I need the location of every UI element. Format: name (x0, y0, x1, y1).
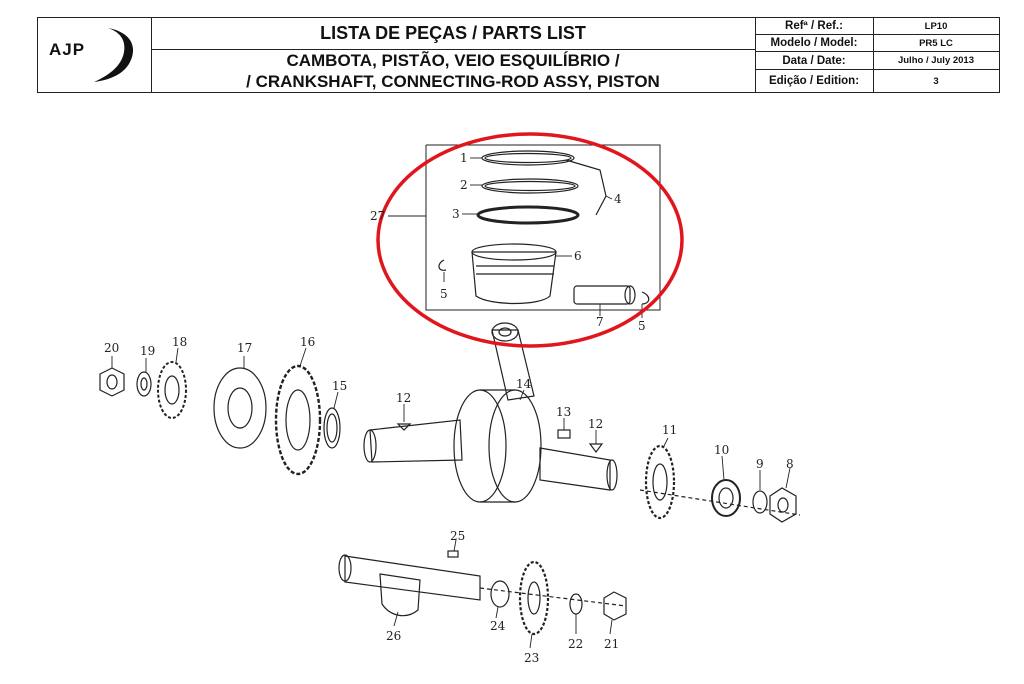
parts-list-header: AJP LISTA DE PEÇAS / PARTS LIST CAMBOTA,… (37, 17, 1000, 93)
callout-label: 24 (490, 619, 506, 633)
meta-table: Refª / Ref.: LP10 Modelo / Model: PR5 LC… (755, 18, 999, 92)
meta-row-model: Modelo / Model: PR5 LC (755, 35, 999, 52)
meta-row-edition: Edição / Edition: 3 (755, 70, 999, 92)
meta-label: Data / Date: (755, 52, 874, 69)
highlight-circle (376, 132, 684, 348)
callout-label: 20 (104, 341, 119, 355)
leader-lines (111, 157, 791, 649)
callout-label: 17 (237, 341, 252, 355)
crankshaft (363, 389, 618, 503)
callout-label: 2 (460, 178, 468, 192)
callout-label: 4 (614, 192, 622, 206)
meta-row-date: Data / Date: Julho / July 2013 (755, 52, 999, 70)
callout-label: 19 (140, 344, 155, 358)
left-side-parts (99, 361, 341, 476)
logo-cell: AJP (38, 18, 152, 92)
subtitle-line-2: / CRANKSHAFT, CONNECTING-ROD ASSY, PISTO… (246, 72, 660, 91)
ajp-logo-icon (94, 28, 134, 82)
meta-value: PR5 LC (919, 37, 953, 49)
callout-label: 12 (588, 417, 603, 431)
meta-value: 3 (933, 75, 939, 87)
callout-label: 5 (440, 287, 448, 301)
callout-label: 12 (396, 391, 411, 405)
callout-label: 21 (604, 637, 619, 651)
small-parts (396, 423, 604, 558)
callout-label: 26 (386, 629, 401, 643)
meta-value: LP10 (924, 20, 948, 32)
callout-label: 6 (574, 249, 582, 263)
document-title: LISTA DE PEÇAS / PARTS LIST (151, 18, 755, 50)
callout-label: 16 (300, 335, 315, 349)
callout-label: 5 (638, 319, 646, 333)
callout-labels: 1 2 3 4 5 6 5 7 27 20 19 18 17 16 15 12 … (104, 151, 794, 665)
callout-label: 3 (452, 207, 460, 221)
document-subtitle: CAMBOTA, PISTÃO, VEIO ESQUILÍBRIO / / CR… (151, 50, 755, 92)
piston-assembly (425, 144, 661, 311)
callout-label: 27 (370, 209, 385, 223)
callout-label: 23 (524, 651, 539, 665)
meta-label: Edição / Edition: (755, 70, 874, 92)
meta-value: Julho / July 2013 (897, 55, 975, 66)
callout-label: 9 (756, 457, 764, 471)
callout-label: 11 (662, 423, 677, 437)
callout-label: 18 (172, 335, 187, 349)
callout-label: 22 (568, 637, 583, 651)
connecting-rod (491, 322, 535, 401)
balance-shaft (338, 554, 627, 636)
title-cell: LISTA DE PEÇAS / PARTS LIST CAMBOTA, PIS… (151, 18, 756, 92)
callout-label: 10 (714, 443, 729, 457)
callout-label: 13 (556, 405, 571, 419)
meta-row-ref: Refª / Ref.: LP10 (755, 18, 999, 35)
callout-label: 1 (460, 151, 468, 165)
callout-label: 7 (596, 315, 604, 329)
logo-text: AJP (49, 40, 86, 59)
right-side-parts (639, 444, 801, 523)
callout-label: 14 (516, 377, 532, 391)
callout-label: 8 (786, 457, 794, 471)
callout-label: 15 (332, 379, 347, 393)
meta-label: Modelo / Model: (755, 35, 874, 51)
callout-label: 25 (450, 529, 465, 543)
subtitle-line-1: CAMBOTA, PISTÃO, VEIO ESQUILÍBRIO / (286, 51, 620, 70)
meta-label: Refª / Ref.: (755, 18, 874, 34)
